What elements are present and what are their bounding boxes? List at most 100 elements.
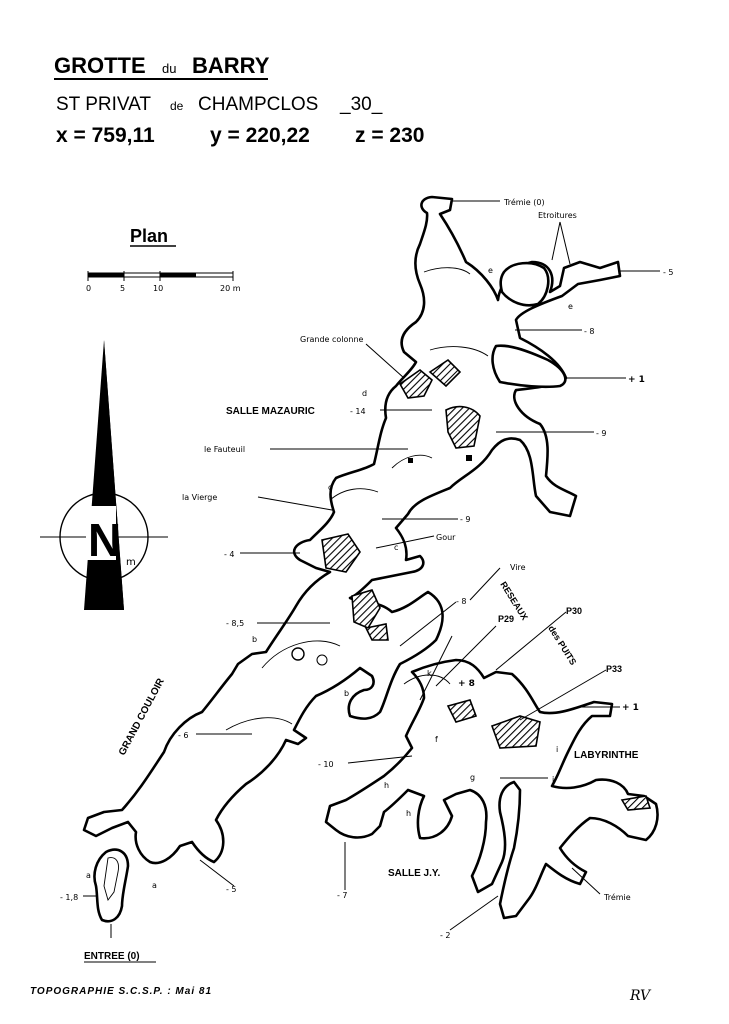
map-header: GROTTE du BARRY ST PRIVAT de CHAMPCLOS _… (54, 53, 424, 147)
label-depth-minus2: - 2 (440, 931, 451, 940)
label-salle-jy: SALLE J.Y. (388, 868, 440, 879)
subtitle-de: de (170, 99, 184, 113)
plan-legend: Plan 0 5 10 20 m (86, 226, 241, 293)
label-depth-minus4: - 4 (224, 550, 235, 559)
stalagmite-marker (291, 647, 305, 661)
title-du: du (162, 61, 176, 76)
label-entree: ENTREE (0) (84, 951, 140, 962)
north-magnetic: m (126, 557, 136, 568)
step-arc-puits (403, 674, 451, 685)
passage-entrance (93, 848, 130, 923)
coordinate-y: y = 220,22 (210, 124, 310, 147)
label-depth-minus6: - 6 (178, 731, 189, 740)
label-labyrinthe: LABYRINTHE (574, 750, 639, 761)
label-e-1: e (488, 266, 493, 275)
label-depth-minus8: - 8 (584, 327, 595, 336)
label-p33: P33 (606, 664, 622, 674)
label-g: g (470, 773, 475, 782)
label-depth-plus8: + 8 (458, 679, 475, 689)
subtitle-champclos: CHAMPCLOS (198, 94, 318, 115)
label-depth-minus9-mid: - 9 (460, 515, 471, 524)
stalagmite-marker-2 (316, 654, 328, 666)
label-a-2: a (152, 881, 157, 890)
subtitle-department: _30_ (339, 94, 383, 115)
scale-tick-5: 5 (120, 284, 125, 293)
label-e-2: e (568, 302, 573, 311)
passage-east-lobe (491, 344, 567, 389)
label-h-2: h (406, 809, 411, 818)
hatched-zone-upper-left (428, 358, 462, 388)
label-depth-minus5-bottom: - 5 (226, 885, 237, 894)
label-depth-minus9-right: - 9 (596, 429, 607, 438)
label-d: d (362, 389, 367, 398)
scale-tick-20: 20 m (220, 284, 241, 293)
label-p29: P29 (498, 614, 514, 624)
coordinate-x: x = 759,11 (56, 124, 155, 147)
step-arc-vierge (329, 488, 379, 501)
label-depth-plus1-right: + 1 (622, 703, 639, 713)
coordinate-z: z = 230 (355, 124, 424, 147)
north-letter: N (88, 514, 121, 566)
plan-label: Plan (130, 226, 168, 246)
footer-topographie: TOPOGRAPHIE S.C.S.P. : Mai 81 (30, 986, 212, 997)
label-tremie: Trémie (603, 892, 631, 902)
title-grotte: GROTTE (54, 53, 146, 78)
label-depth-minus8-5: - 8,5 (226, 619, 244, 628)
label-f: f (435, 735, 438, 744)
scale-tick-0: 0 (86, 284, 91, 293)
map-footer: TOPOGRAPHIE S.C.S.P. : Mai 81 RV (30, 986, 652, 1004)
passage-north-branch (82, 195, 622, 865)
label-tremie-0: Trémie (0) (503, 197, 545, 207)
label-la-vierge: la Vierge (182, 493, 217, 502)
step-arc-mazauric (429, 346, 489, 357)
label-c-2: c (394, 543, 398, 552)
pillar-marker (466, 455, 472, 461)
passage-reseaux-des-puits (324, 658, 659, 920)
scale-bar: 0 5 10 20 m (86, 271, 241, 293)
north-arrow-icon: N m (40, 340, 168, 610)
pillar-marker-2 (408, 458, 413, 463)
label-grande-colonne: Grande colonne (300, 335, 364, 344)
label-depth-plus1-top: + 1 (628, 375, 645, 385)
label-i: i (556, 745, 558, 754)
label-depth-minus5: - 5 (663, 268, 674, 277)
label-depth-minus1-8: - 1,8 (60, 893, 78, 902)
title-barry: BARRY (192, 53, 270, 78)
chamber-e (499, 261, 550, 307)
label-j: j (551, 775, 554, 784)
hatched-zone-gour (321, 533, 361, 573)
label-grand-couloir: GRAND COULOIR (117, 676, 167, 757)
label-depth-minus7: - 7 (337, 891, 348, 900)
step-arc-grand-couloir (261, 640, 341, 669)
scale-tick-10: 10 (153, 284, 163, 293)
subtitle-st-privat: ST PRIVAT (56, 94, 151, 115)
label-depth-minus14: - 14 (350, 407, 366, 416)
label-b-2: b (344, 689, 349, 698)
hatched-zone-central (351, 589, 381, 630)
label-gour: Gour (436, 533, 456, 542)
label-vire: Vire (510, 563, 526, 572)
hatched-zone-central-2 (364, 623, 389, 641)
hatched-zone-mazauric (445, 405, 481, 449)
footer-signature: RV (629, 988, 652, 1004)
step-arc-north (423, 267, 471, 275)
entrance-inner-tube (103, 857, 119, 901)
hatched-zone-colonne (398, 368, 433, 399)
label-a-1: a (86, 871, 91, 880)
label-le-fauteuil: le Fauteuil (204, 445, 245, 454)
label-b-1: b (252, 635, 257, 644)
label-c-1: c (328, 483, 332, 492)
label-depth-minus10: - 10 (318, 760, 334, 769)
label-k: k (427, 669, 432, 678)
hatched-zone-east (620, 795, 652, 811)
label-etroitures: Etroitures (538, 211, 577, 220)
hatched-zone-puits (446, 699, 478, 723)
label-salle-mazauric: SALLE MAZAURIC (226, 406, 315, 417)
label-h-1: h (384, 781, 389, 790)
label-depth-minus8-mid: - 8 (456, 597, 467, 606)
leader-lines (83, 200, 660, 938)
step-arc-fauteuil (391, 454, 433, 469)
hatched-zone-labyrinthe (490, 715, 541, 749)
label-des-puits: des PUITS (546, 624, 578, 667)
